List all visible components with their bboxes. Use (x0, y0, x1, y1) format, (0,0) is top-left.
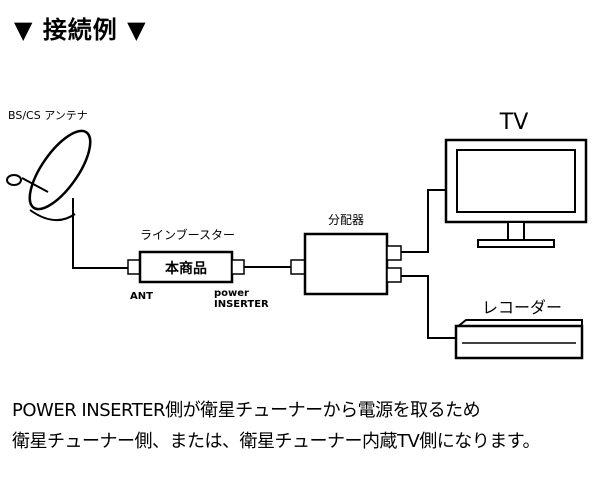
caption-line-2: 衛星チューナー側、または、衛星チューナー内蔵TV側になります。 (12, 431, 541, 452)
cable-antenna-to-booster (72, 198, 130, 269)
power-label: power (214, 288, 249, 299)
section-heading: ▼ 接続例 ▼ (14, 16, 147, 44)
line-booster (127, 250, 245, 284)
recorder-label: レコーダー (482, 298, 562, 317)
ant-label: ANT (130, 291, 153, 302)
splitter (290, 232, 402, 296)
cable-splitter-to-recorder (401, 275, 458, 339)
satellite-antenna-icon (6, 129, 92, 221)
inserter-label: INSERTER (214, 299, 269, 310)
caption-line-1: POWER INSERTER側が衛星チューナーから電源を取るため (12, 400, 481, 421)
product-label: 本商品 (165, 260, 207, 277)
tv-label: TV (499, 110, 529, 135)
cable-splitter-to-tv (401, 189, 448, 253)
booster-label: ラインブースター (140, 227, 235, 242)
tv-icon (444, 138, 588, 248)
antenna-label: BS/CS アンテナ (8, 109, 88, 122)
recorder-icon (454, 319, 584, 360)
splitter-label: 分配器 (328, 213, 364, 227)
